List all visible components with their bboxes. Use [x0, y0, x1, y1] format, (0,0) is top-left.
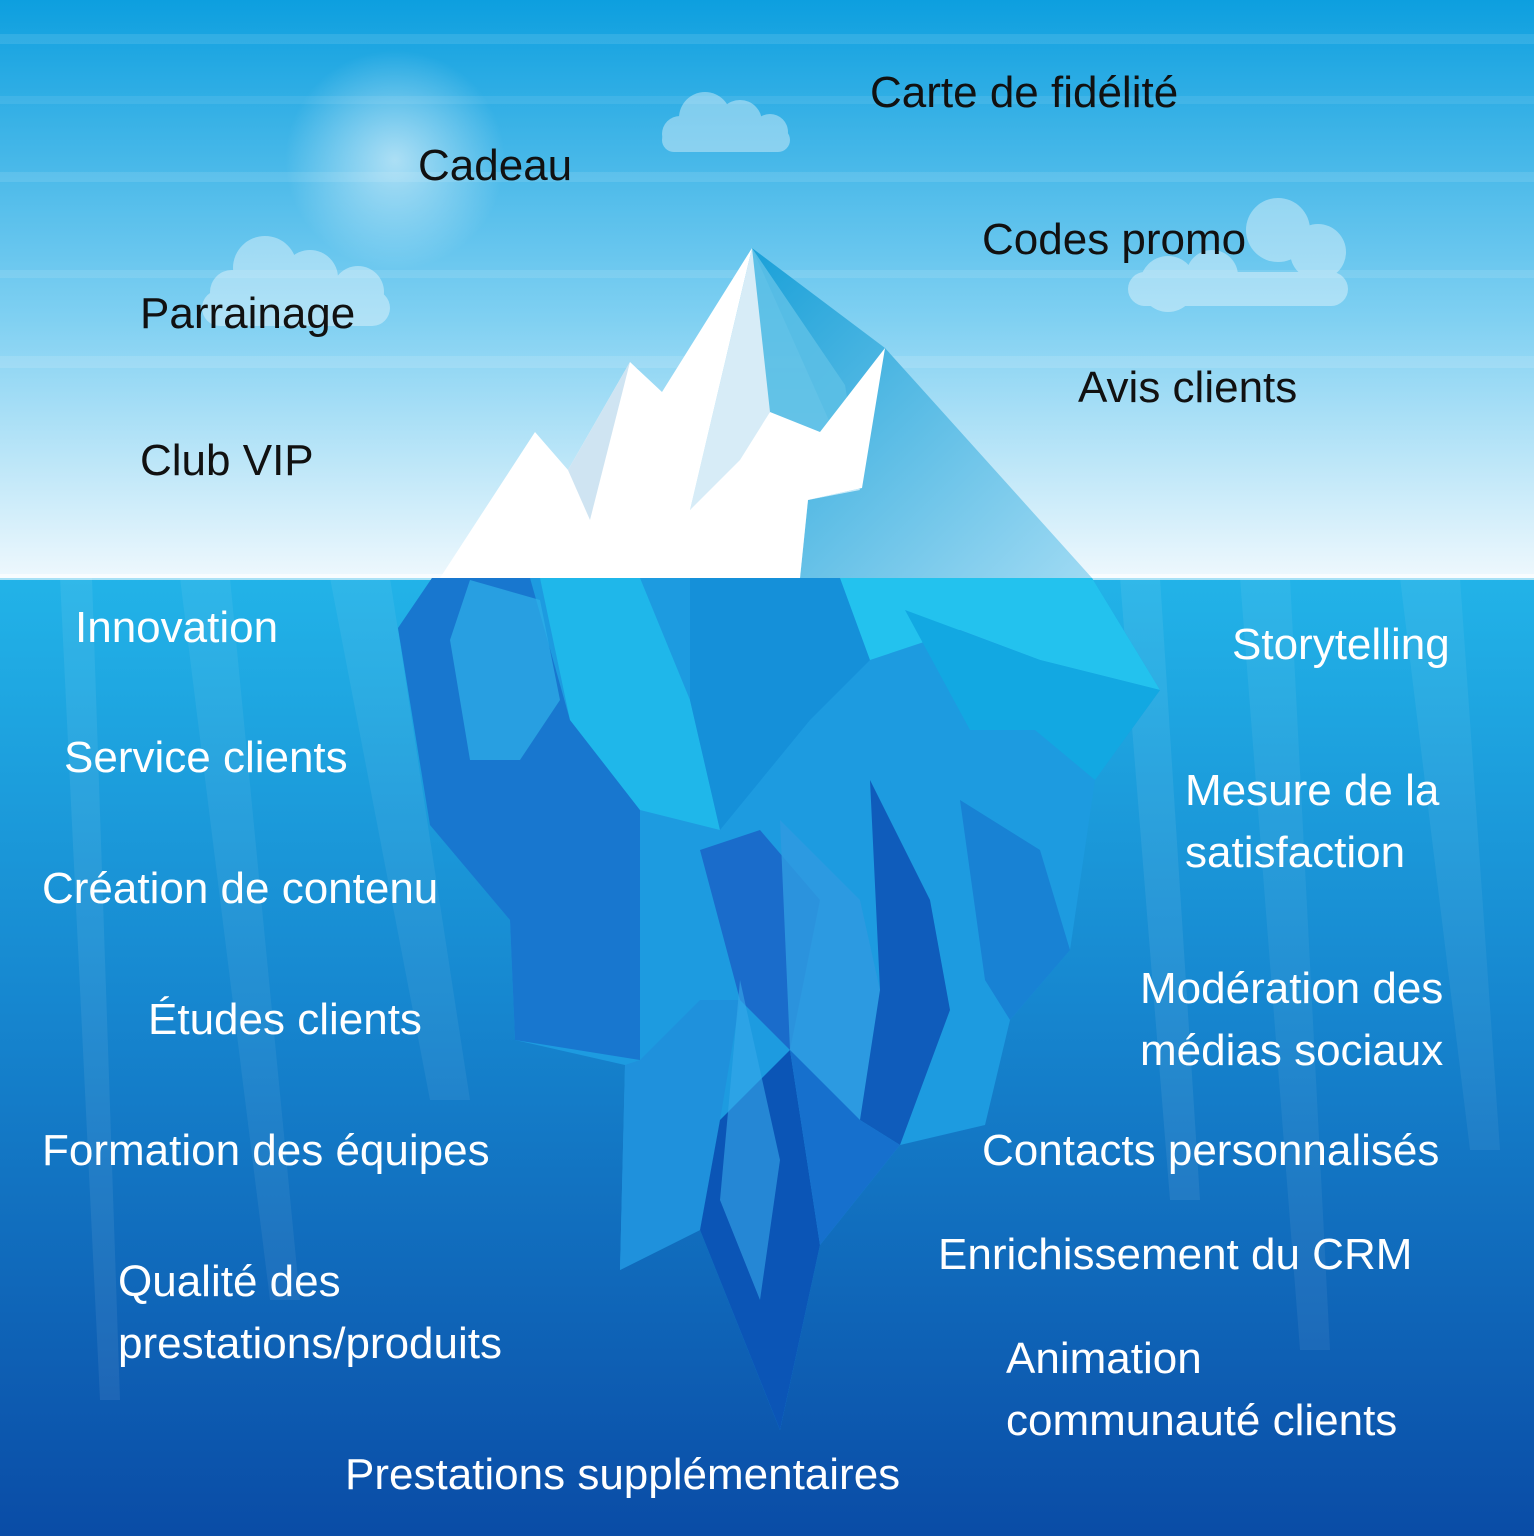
cloud-icon [202, 236, 390, 326]
iceberg-underwater [398, 578, 1160, 1430]
label-line: Qualité des [118, 1257, 341, 1306]
label-storytelling: Storytelling [1232, 620, 1450, 669]
cloud-icon [1128, 198, 1348, 312]
light-rays [60, 578, 1500, 1400]
label-carte-fidelite: Carte de fidélité [870, 68, 1179, 117]
label-line: communauté clients [1006, 1396, 1398, 1445]
label-parrainage: Parrainage [140, 289, 356, 338]
label-enrichissement-crm: Enrichissement du CRM [938, 1230, 1413, 1279]
cloud-icon [662, 92, 790, 152]
label-line: Animation [1006, 1334, 1202, 1383]
label-mesure-satisfaction: Mesure de la satisfaction [1185, 760, 1439, 884]
label-formation-equipes: Formation des équipes [42, 1126, 490, 1175]
label-line: Mesure de la [1185, 766, 1440, 815]
label-line: prestations/produits [118, 1319, 502, 1368]
label-moderation-medias: Modération des médias sociaux [1140, 958, 1443, 1082]
label-animation-communaute: Animation communauté clients [1006, 1328, 1397, 1452]
label-club-vip: Club VIP [140, 436, 314, 485]
label-avis-clients: Avis clients [1078, 363, 1298, 412]
label-contacts-personnalises: Contacts personnalisés [982, 1126, 1440, 1175]
label-codes-promo: Codes promo [982, 215, 1247, 264]
label-line: médias sociaux [1140, 1026, 1444, 1075]
label-service-clients: Service clients [64, 733, 348, 782]
label-etudes-clients: Études clients [148, 995, 422, 1044]
label-line: satisfaction [1185, 828, 1406, 877]
label-line: Modération des [1140, 964, 1444, 1013]
label-qualite-prestations: Qualité des prestations/produits [118, 1251, 502, 1375]
sun-glow [285, 50, 505, 270]
label-cadeau: Cadeau [418, 141, 573, 190]
iceberg-peak [440, 248, 1092, 578]
label-innovation: Innovation [75, 603, 279, 652]
label-prestations-supplementaires: Prestations supplémentaires [345, 1450, 901, 1499]
label-creation-contenu: Création de contenu [42, 864, 439, 913]
